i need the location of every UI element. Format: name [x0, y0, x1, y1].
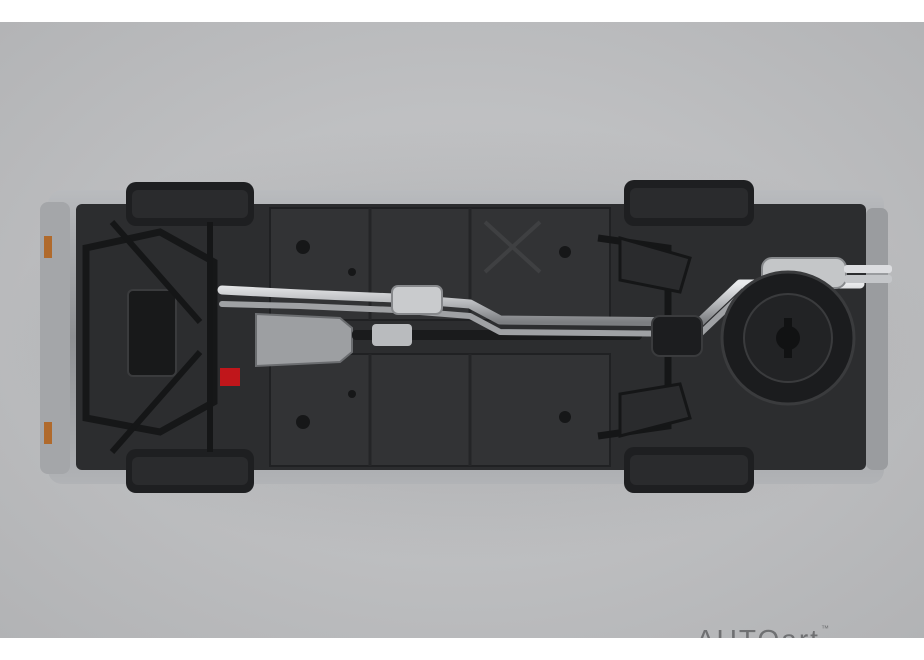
- rear-left-wheel: [624, 180, 754, 226]
- car-underside-illustration: [0, 122, 924, 562]
- transmission: [255, 312, 353, 368]
- differential: [651, 315, 703, 357]
- engine-oil-pan: [127, 289, 177, 377]
- brand-logo: AUTOart™: [696, 624, 831, 638]
- catalytic-converter: [391, 285, 443, 315]
- front-right-wheel: [126, 449, 254, 493]
- front-indicator: [44, 236, 52, 258]
- spare-tire-well: [720, 270, 856, 406]
- red-brake-part: [220, 368, 240, 386]
- front-left-wheel: [126, 182, 254, 226]
- front-bumper: [40, 202, 70, 474]
- front-subframe: [82, 228, 218, 436]
- rear-right-wheel: [624, 447, 754, 493]
- exhaust-pipe: [217, 279, 865, 327]
- tailpipe: [844, 265, 892, 273]
- rear-bumper: [866, 208, 888, 470]
- product-photo: AUTOart™: [0, 22, 924, 638]
